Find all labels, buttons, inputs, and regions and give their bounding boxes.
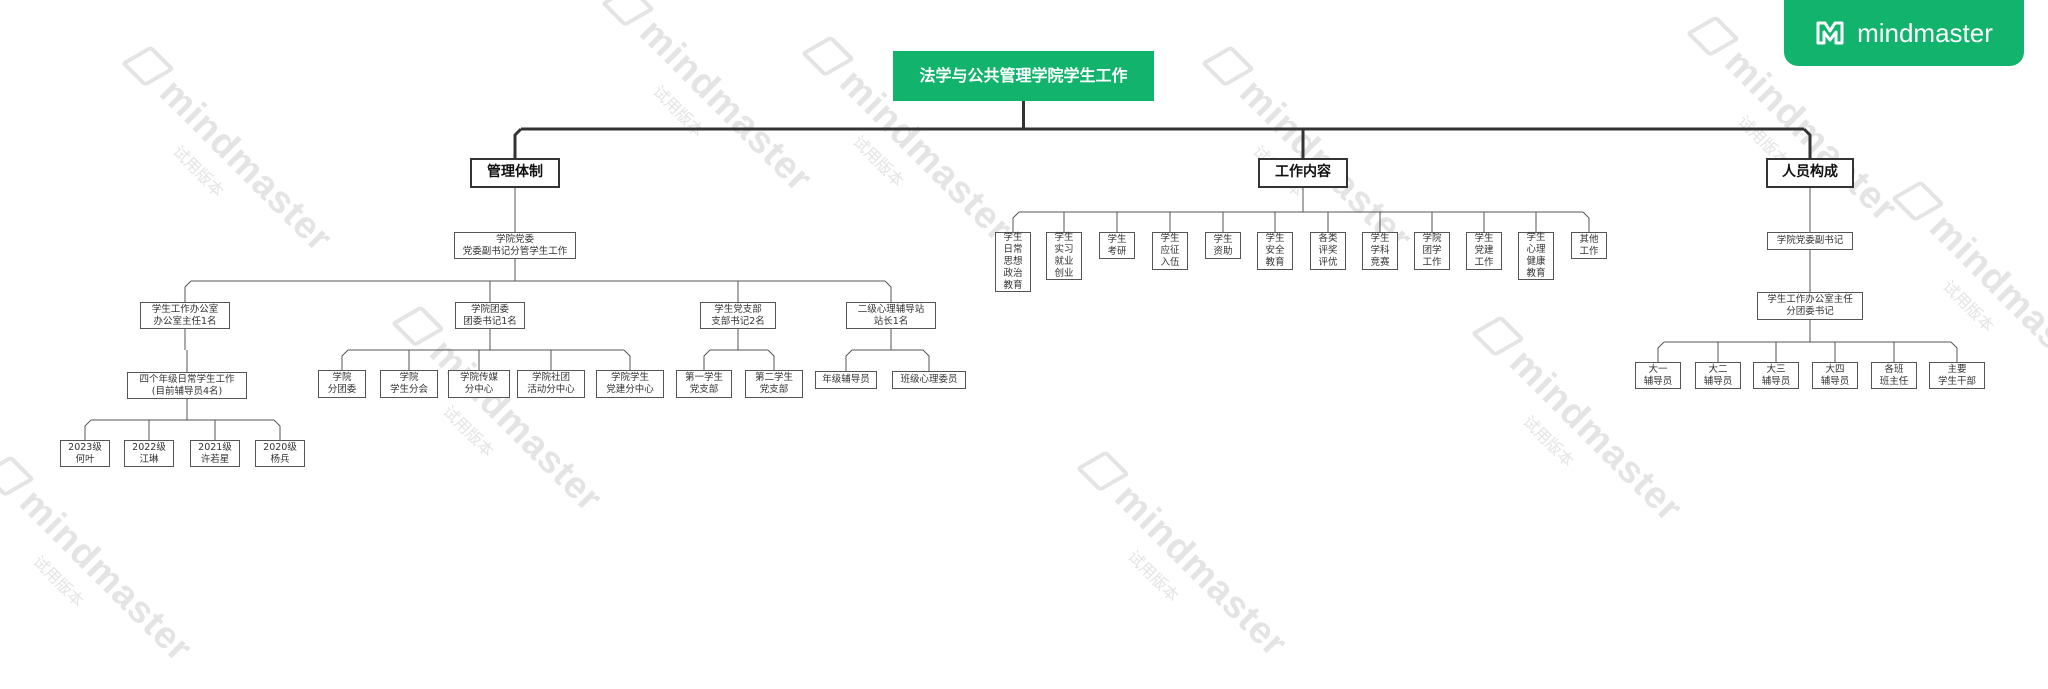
node-vice-secretary[interactable]: 学院党委副书记	[1767, 232, 1853, 250]
connector	[767, 349, 775, 370]
node-grade-3[interactable]: 2020级 杨兵	[255, 440, 305, 467]
node-grade-work[interactable]: 四个年级日常学生工作 (目前辅导员4名)	[127, 372, 247, 399]
node-work-1[interactable]: 学生 实习 就业 创业	[1046, 232, 1082, 280]
node-work-11[interactable]: 其他 工作	[1571, 232, 1607, 259]
connector	[623, 349, 631, 370]
node-work-7[interactable]: 学生 学科 竞赛	[1362, 232, 1398, 270]
node-work-2[interactable]: 学生 考研	[1099, 232, 1135, 259]
branch-staff[interactable]: 人员构成	[1766, 158, 1854, 188]
node-work-10[interactable]: 学生 心理 健康 教育	[1518, 232, 1554, 280]
node-grade-0[interactable]: 2023级 何叶	[60, 440, 110, 467]
node-staff-0[interactable]: 大一 辅导员	[1635, 362, 1681, 389]
node-youth-1[interactable]: 学院 学生分会	[380, 370, 438, 398]
connector	[1657, 341, 1665, 362]
node-work-9[interactable]: 学生 党建 工作	[1466, 232, 1502, 270]
connector	[884, 280, 892, 302]
node-sub-0[interactable]: 学生工作办公室 办公室主任1名	[140, 302, 230, 329]
connector	[341, 349, 349, 370]
connector	[845, 349, 853, 371]
node-work-4[interactable]: 学生 资助	[1205, 232, 1241, 259]
node-psych-0[interactable]: 年级辅导员	[815, 371, 877, 389]
node-staff-4[interactable]: 各班 班主任	[1871, 362, 1917, 389]
node-work-6[interactable]: 各类 评奖 评优	[1310, 232, 1346, 270]
node-staff-3[interactable]: 大四 辅导员	[1812, 362, 1858, 389]
node-grade-1[interactable]: 2022级 江琳	[124, 440, 174, 467]
node-sub-2[interactable]: 学生党支部 支部书记2名	[700, 302, 776, 329]
node-grade-2[interactable]: 2021级 许若星	[190, 440, 240, 467]
node-psych-1[interactable]: 班级心理委员	[892, 371, 966, 389]
node-sub-3[interactable]: 二级心理辅导站 站长1名	[846, 302, 936, 329]
node-sub-1[interactable]: 学院团委 团委书记1名	[455, 302, 525, 329]
node-party-branch-0[interactable]: 第一学生 党支部	[676, 370, 732, 398]
node-youth-0[interactable]: 学院 分团委	[318, 370, 366, 398]
brand-badge[interactable]: mindmaster	[1784, 0, 2024, 66]
node-party-branch-1[interactable]: 第二学生 党支部	[745, 370, 803, 398]
branch-work-content[interactable]: 工作内容	[1258, 158, 1348, 188]
root-topic[interactable]: 法学与公共管理学院学生工作	[893, 51, 1154, 101]
node-staff-2[interactable]: 大三 辅导员	[1753, 362, 1799, 389]
connector	[1802, 127, 1812, 158]
node-work-0[interactable]: 学生 日常 思想 政治 教育	[995, 232, 1031, 292]
node-staff-1[interactable]: 大二 辅导员	[1695, 362, 1741, 389]
watermark-subtext: 试用版本	[29, 553, 87, 611]
connector	[1950, 341, 1958, 362]
connector	[513, 127, 523, 158]
branch-management[interactable]: 管理体制	[470, 158, 560, 188]
node-work-8[interactable]: 学院 团学 工作	[1414, 232, 1450, 270]
connector	[84, 419, 92, 440]
node-work-3[interactable]: 学生 应征 入伍	[1152, 232, 1188, 270]
node-staff-5[interactable]: 主要 学生干部	[1929, 362, 1985, 389]
node-youth-4[interactable]: 学院学生 党建分中心	[596, 370, 664, 398]
connector	[703, 349, 711, 370]
node-youth-2[interactable]: 学院传媒 分中心	[448, 370, 510, 398]
watermark-subtext: 试用版本	[1124, 548, 1182, 606]
connector	[184, 280, 192, 302]
connector	[922, 349, 930, 371]
connector	[1582, 211, 1590, 232]
connector	[273, 419, 281, 440]
connector-lines	[84, 101, 1958, 440]
mindmaster-logo-icon	[1816, 21, 1844, 45]
brand-name: mindmaster	[1857, 17, 1993, 48]
node-office-director[interactable]: 学生工作办公室主任 分团委书记	[1757, 292, 1863, 320]
node-party-committee[interactable]: 学院党委 党委副书记分管学生工作	[454, 232, 576, 259]
node-youth-3[interactable]: 学院社团 活动分中心	[517, 370, 585, 398]
node-work-5[interactable]: 学生 安全 教育	[1257, 232, 1293, 270]
connector	[1012, 211, 1020, 232]
